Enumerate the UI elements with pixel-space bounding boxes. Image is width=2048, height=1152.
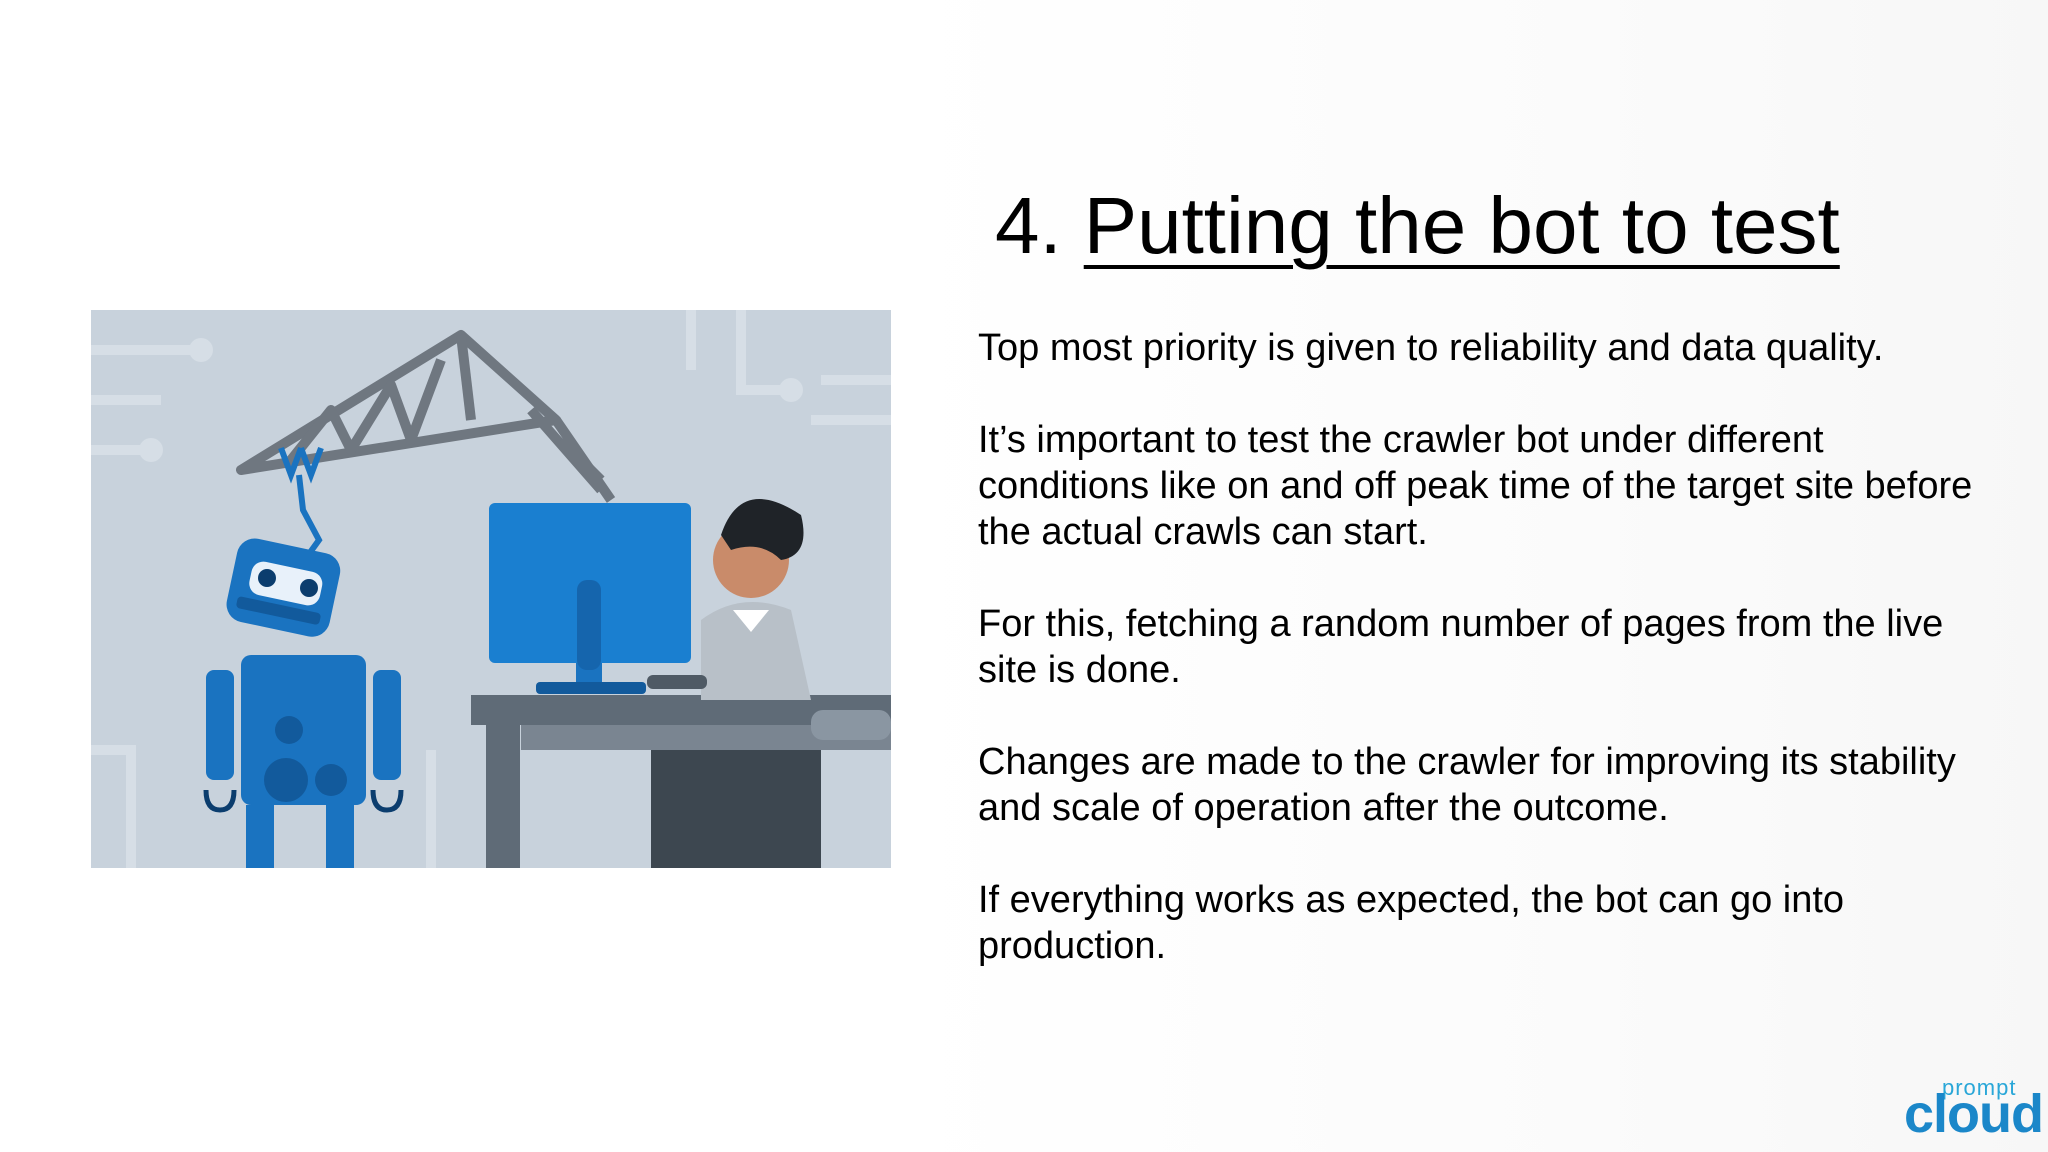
circuit-lines bbox=[91, 310, 891, 868]
monitor bbox=[489, 503, 691, 694]
paragraph: For this, fetching a random number of pa… bbox=[978, 603, 1944, 691]
paragraph: If everything works as expected, the bot… bbox=[978, 879, 1845, 967]
robot-head bbox=[226, 538, 341, 637]
slide-title: 4.Putting the bot to test bbox=[995, 178, 1840, 274]
logo-main-text: cloud bbox=[1904, 1084, 2044, 1144]
paragraph: It’s important to test the crawler bot u… bbox=[978, 419, 1973, 553]
promptcloud-logo: prompt cloud bbox=[1900, 1075, 2044, 1144]
paragraph: Top most priority is given to reliabilit… bbox=[978, 327, 1884, 369]
robot-body bbox=[203, 655, 404, 868]
developer bbox=[647, 499, 891, 868]
background-gradient bbox=[900, 0, 2048, 1152]
title-text: Putting the bot to test bbox=[1083, 181, 1840, 270]
crane-arm bbox=[236, 330, 616, 503]
logo-top-text: prompt bbox=[1942, 1075, 2017, 1100]
paragraph: Changes are made to the crawler for impr… bbox=[978, 741, 1956, 829]
robot-crane-illustration bbox=[91, 310, 891, 868]
title-number: 4. bbox=[995, 181, 1062, 270]
slide-body: Top most priority is given to reliabilit… bbox=[978, 325, 1978, 1015]
